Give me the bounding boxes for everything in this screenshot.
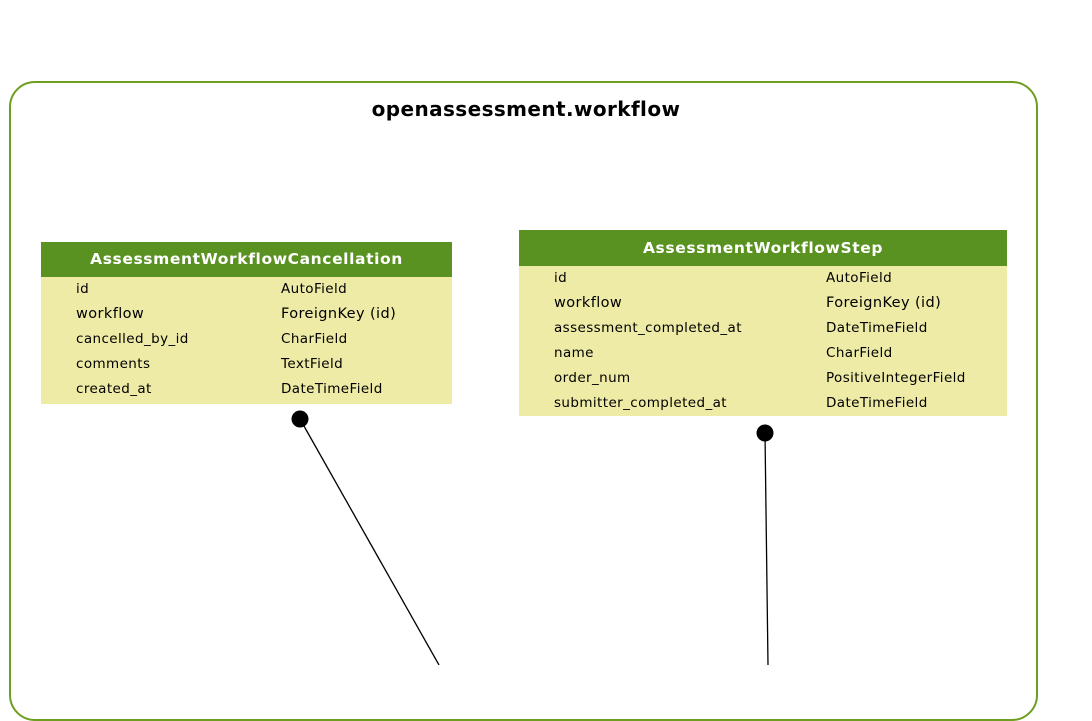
field-name: order_num	[554, 370, 631, 386]
field-name: id	[76, 281, 90, 297]
field-name: comments	[76, 356, 151, 372]
field-row: order_num PositiveIntegerField	[519, 366, 1007, 391]
field-type: DateTimeField	[281, 381, 383, 397]
field-name: cancelled_by_id	[76, 331, 189, 347]
table-header: AssessmentWorkflowCancellation	[41, 242, 452, 277]
field-type: ForeignKey (id)	[826, 295, 942, 311]
field-type: AutoField	[281, 281, 348, 297]
field-name: created_at	[76, 381, 152, 397]
field-type: CharField	[826, 345, 893, 361]
field-row: id AutoField	[41, 277, 452, 302]
field-name: submitter_completed_at	[554, 395, 727, 411]
field-row: submitter_completed_at DateTimeField	[519, 391, 1007, 416]
field-row: comments TextField	[41, 352, 452, 377]
relation-dot-cancellation	[291, 410, 309, 428]
field-type: PositiveIntegerField	[826, 370, 966, 386]
field-row: workflow ForeignKey (id)	[41, 302, 452, 327]
relation-edges	[291, 410, 774, 665]
table-header: AssessmentWorkflowStep	[519, 230, 1007, 266]
relation-edge-step	[764, 432, 769, 665]
field-row: workflow ForeignKey (id)	[519, 291, 1007, 316]
field-type: TextField	[281, 356, 344, 372]
table-assessment-workflow-cancellation[interactable]: AssessmentWorkflowCancellation id AutoFi…	[41, 242, 452, 404]
field-name: id	[554, 270, 568, 286]
field-row: assessment_completed_at DateTimeField	[519, 316, 1007, 341]
field-type: AutoField	[826, 270, 893, 286]
field-type: ForeignKey (id)	[281, 306, 397, 322]
field-type: DateTimeField	[826, 320, 928, 336]
relation-edge-cancellation	[299, 418, 440, 665]
field-row: created_at DateTimeField	[41, 377, 452, 402]
field-row: name CharField	[519, 341, 1007, 366]
cluster-title: openassessment.workflow	[371, 97, 681, 121]
field-type: CharField	[281, 331, 348, 347]
field-row: id AutoField	[519, 266, 1007, 291]
field-type: DateTimeField	[826, 395, 928, 411]
relation-dot-step	[756, 424, 774, 442]
field-row: cancelled_by_id CharField	[41, 327, 452, 352]
field-name: workflow	[76, 306, 145, 322]
table-assessment-workflow-step[interactable]: AssessmentWorkflowStep id AutoField work…	[519, 230, 1007, 416]
field-name: assessment_completed_at	[554, 320, 742, 336]
field-name: name	[554, 345, 594, 361]
field-name: workflow	[554, 295, 623, 311]
